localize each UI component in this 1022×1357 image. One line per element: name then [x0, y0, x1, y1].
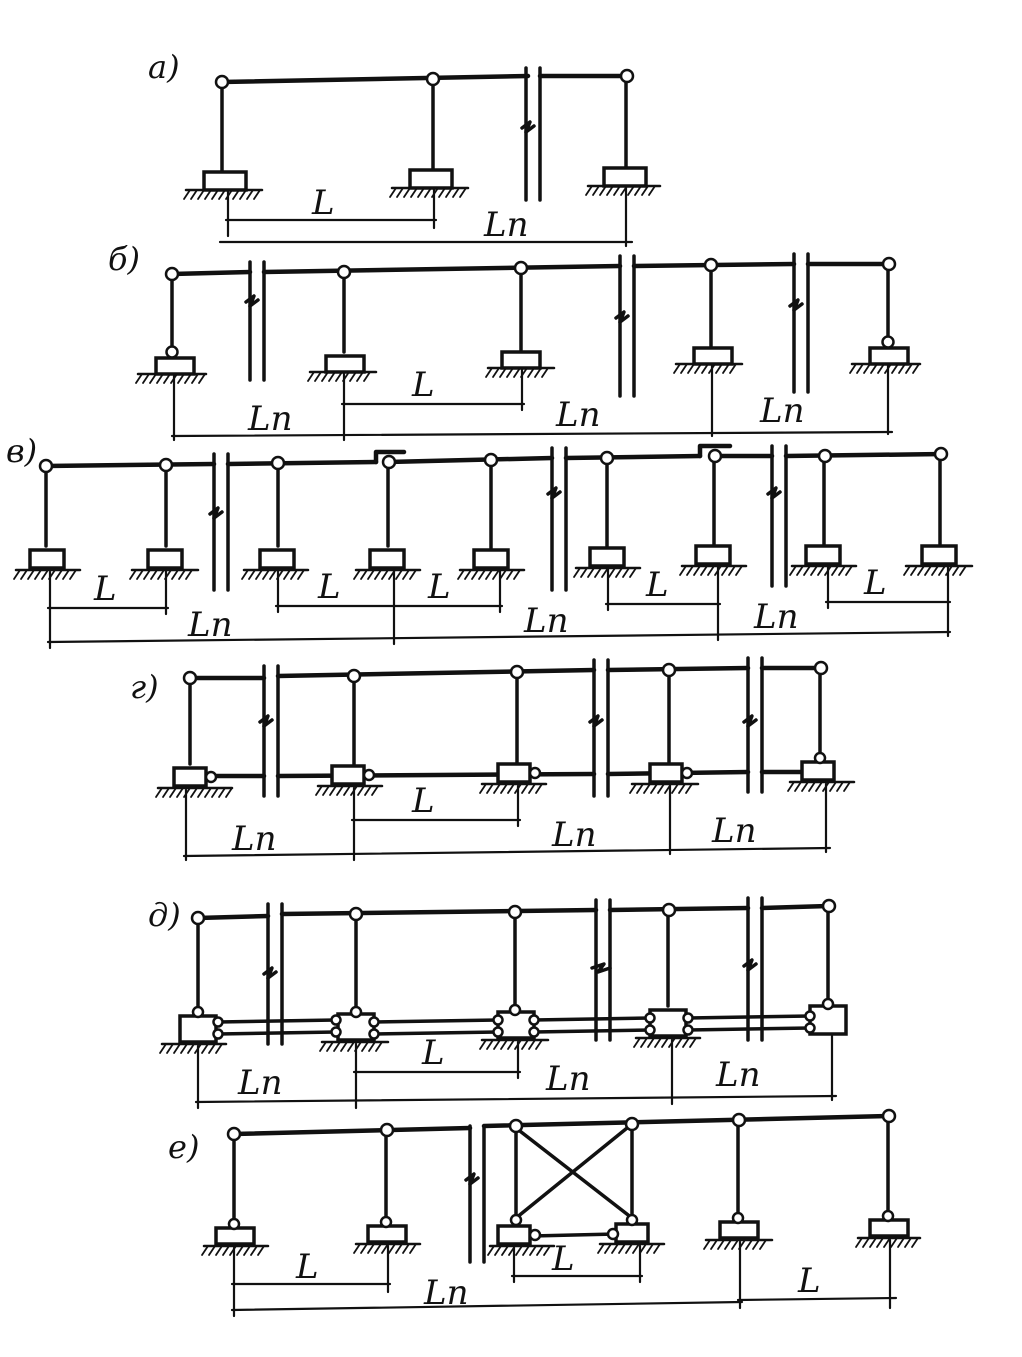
cross-bracing	[514, 1122, 634, 1220]
span-label: L	[427, 567, 451, 607]
ground-hatch-icon	[307, 371, 371, 382]
span-label: L	[645, 565, 669, 605]
ground-hatch-icon	[183, 189, 261, 200]
ground-hatch-icon	[855, 1237, 919, 1248]
expansion-joint	[742, 656, 764, 794]
span-label: L	[863, 563, 887, 603]
hinge-icon	[619, 68, 635, 84]
ground-hatch-icon	[485, 367, 549, 378]
ground-hatch-icon	[849, 363, 920, 374]
block-label: Ln	[555, 395, 600, 435]
span-label: L	[93, 569, 117, 609]
ground-hatch-icon	[353, 569, 417, 580]
expansion-joint	[258, 664, 280, 798]
expansion-joint	[742, 896, 764, 1042]
expansion-joint	[464, 1124, 486, 1264]
scheme-a: a) L Ln	[148, 48, 662, 248]
ground-hatch-icon	[679, 565, 743, 576]
ground-hatch-icon	[573, 567, 637, 578]
ground-hatch-icon	[353, 1243, 417, 1254]
block-label: Ln	[187, 605, 232, 645]
ground-hatch-icon	[787, 781, 851, 792]
expansion-joint	[590, 898, 612, 1042]
ground-hatch-icon	[159, 1043, 223, 1054]
ground-hatch-icon	[585, 185, 656, 196]
expansion-joint	[546, 446, 568, 592]
block-label: Ln	[545, 1059, 590, 1099]
span-label: L	[421, 1033, 445, 1073]
scheme-g: г)	[130, 656, 856, 862]
expansion-joint	[244, 260, 266, 382]
ground-hatch-icon	[389, 187, 467, 198]
expansion-joint	[588, 658, 610, 798]
span-label: L	[311, 183, 335, 223]
block-label: Ln	[551, 815, 596, 855]
ground-hatch-icon	[789, 565, 853, 576]
block-label: Ln	[423, 1273, 468, 1313]
span-label: L	[411, 365, 435, 405]
ground-hatch-icon	[201, 1245, 265, 1256]
hinge-icon	[214, 74, 230, 90]
expansion-joint	[262, 902, 284, 1046]
scheme-b-tag: б)	[108, 240, 140, 278]
scheme-b: б)	[108, 240, 922, 442]
ground-hatch-icon	[457, 569, 521, 580]
ground-hatch-icon	[487, 1245, 551, 1256]
ground-hatch-icon	[315, 785, 379, 796]
ground-hatch-icon	[135, 373, 206, 384]
ground-hatch-icon	[597, 1243, 661, 1254]
span-label: L	[317, 567, 341, 607]
scheme-d: д)	[148, 896, 848, 1110]
expansion-joint	[520, 66, 542, 202]
span-label: L	[797, 1261, 821, 1301]
expansion-joint	[766, 444, 788, 588]
ground-hatch-icon	[241, 569, 305, 580]
ground-hatch-icon	[903, 565, 967, 576]
block-label: Ln	[247, 399, 292, 439]
block-label: Ln	[237, 1063, 282, 1103]
scheme-e: е)	[168, 1108, 922, 1318]
ground-hatch-icon	[155, 787, 233, 798]
ground-hatch-icon	[479, 1039, 543, 1050]
scheme-a-tag: a)	[148, 48, 180, 86]
ground-hatch-icon	[479, 783, 543, 794]
span-label: L	[551, 1239, 575, 1279]
scheme-d-tag: д)	[148, 896, 181, 934]
hinge-icon	[425, 71, 441, 87]
block-label: Ln	[753, 597, 798, 637]
block-label: Ln	[231, 819, 276, 859]
ground-hatch-icon	[673, 363, 737, 374]
ground-hatch-icon	[703, 1239, 767, 1250]
scheme-e-tag: е)	[168, 1128, 199, 1166]
block-label: Ln	[711, 811, 756, 851]
expansion-joint	[208, 452, 230, 592]
span-label: L	[411, 781, 435, 821]
span-label: L	[295, 1247, 319, 1287]
scheme-v-tag: в)	[6, 432, 37, 470]
ground-hatch-icon	[629, 783, 693, 794]
ground-hatch-icon	[319, 1041, 383, 1052]
ground-hatch-icon	[13, 569, 77, 580]
expansion-joint	[788, 252, 810, 394]
scheme-v: в)	[6, 432, 974, 650]
block-label: Ln	[759, 391, 804, 431]
scheme-g-tag: г)	[130, 668, 159, 706]
ground-hatch-icon	[129, 569, 193, 580]
block-label: Ln	[523, 601, 568, 641]
block-label: Ln	[715, 1055, 760, 1095]
expansion-joint	[614, 254, 636, 398]
block-label: Ln	[483, 205, 528, 245]
ground-hatch-icon	[633, 1037, 697, 1048]
